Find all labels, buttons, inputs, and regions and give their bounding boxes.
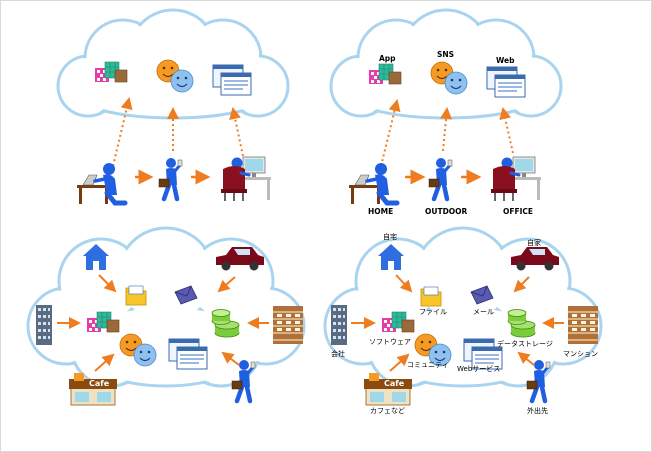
cloud-label-sns: SNS: [437, 50, 454, 59]
label-home: HOME: [368, 207, 393, 216]
label-mail: メール: [473, 308, 494, 316]
connect-arrow: [98, 274, 117, 293]
person-at-home: [77, 163, 125, 204]
mansion-icon: [567, 305, 599, 345]
connect-arrow: [517, 351, 535, 366]
label-cafe-place: カフェなど: [370, 407, 405, 415]
connect-arrow: [389, 353, 410, 372]
label-web-service: Webサービス: [457, 364, 500, 373]
upload-arrow: [499, 107, 514, 154]
label-company: 会社: [331, 349, 345, 358]
upload-arrow: [229, 107, 244, 157]
label-car-jp: 自家: [527, 238, 541, 247]
office-building-icon: [331, 305, 347, 345]
label-home-jp: 自宅: [383, 232, 397, 241]
connect-arrow: [221, 351, 240, 366]
label-file: ファイル: [419, 308, 447, 316]
person-at-home: [349, 163, 397, 204]
person-walking: [159, 158, 182, 199]
upload-arrow: [112, 97, 133, 167]
upload-arrow: [440, 107, 453, 152]
connect-arrow: [513, 276, 530, 293]
label-outdoor: OUTDOOR: [425, 207, 468, 216]
folder-icon: [125, 285, 147, 306]
folder-icon: [420, 286, 442, 307]
cloud-label-app: App: [379, 54, 396, 63]
label-data-storage: データストレージ: [497, 339, 553, 348]
mansion-icon: [272, 305, 304, 345]
label-outside: 外出先: [527, 406, 548, 415]
panel-top-right: App SNS Web HOME OUTDOOR OFFICE: [329, 8, 563, 216]
panel-bottom-right: ファイル メール ソフトウェア データストレージ コミュニティ Webサービス …: [323, 226, 603, 415]
panel-top-left: [56, 8, 290, 204]
upload-arrow: [380, 99, 401, 167]
cafe-sign: Cafe: [89, 379, 110, 388]
connect-arrow: [395, 274, 413, 293]
person-at-office: [489, 155, 543, 203]
person-walking: [429, 158, 452, 199]
connect-arrow: [217, 276, 236, 293]
cloud-label-web: Web: [496, 56, 515, 65]
label-office: OFFICE: [503, 207, 533, 216]
label-mansion: マンション: [563, 350, 598, 358]
cloud-shape: [26, 226, 306, 388]
panel-bottom-left: Cafe: [26, 226, 306, 406]
label-software: ソフトウェア: [369, 338, 411, 346]
person-at-office: [219, 155, 273, 203]
connect-arrow: [94, 353, 115, 372]
cloud-shape: [323, 226, 603, 388]
office-building-icon: [36, 305, 52, 345]
label-community: コミュニティ: [407, 361, 449, 369]
cafe-sign: Cafe: [384, 379, 405, 388]
